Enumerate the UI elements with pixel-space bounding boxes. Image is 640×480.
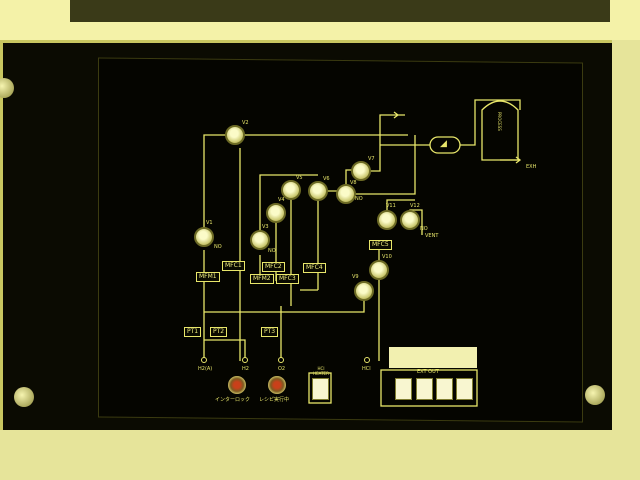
valve-label: V7 [368,156,375,162]
screw-icon [14,387,34,407]
valve-sub-label: NO [420,226,428,232]
mfc5-box: MFC5 [369,240,392,250]
mfc1-box: MFC1 [222,261,245,271]
ext-out-label: EXT OUT [417,369,439,375]
cabinet-base [0,430,640,480]
valve-v12[interactable] [400,210,420,230]
port-h2a [201,357,207,363]
valve-sub-label: NO [214,244,222,250]
vent-label: VENT [425,233,439,239]
pt1-box: PT1 [184,327,202,337]
screw-icon [0,78,14,98]
valve-v1[interactable] [194,227,214,247]
valve-v7[interactable] [351,161,371,181]
ext-out-switch-4[interactable] [456,378,473,400]
valve-label: V5 [296,175,303,181]
exhaust-label: EXH [526,164,537,170]
valve-label: V12 [410,203,420,209]
ext-out-switch-1[interactable] [395,378,412,400]
valve-v8[interactable] [336,184,356,204]
valve-label: V6 [323,176,330,182]
mfm1-box: MFM1 [196,272,220,282]
valve-sub-label: NO [268,248,276,254]
valve-label: V11 [386,203,396,209]
valve-label: V10 [382,254,392,260]
screw-icon [585,385,605,405]
valve-v11[interactable] [377,210,397,230]
cabinet-side [612,40,640,440]
valve-sub-label: NO [355,196,363,202]
port-label: HCl [362,366,371,372]
lamp-label: インターロック [215,397,251,403]
valve-label: V3 [262,224,269,230]
mfc2-box: MFC2 [262,262,285,272]
hcl-heater-switch[interactable] [312,378,329,400]
process-chamber-label: PROCESS [497,112,502,131]
port-o2 [278,357,284,363]
valve-v10[interactable] [369,260,389,280]
valve-v2[interactable] [225,125,245,145]
valve-v5[interactable] [281,180,301,200]
upper-cabinet-shadow [70,0,610,22]
port-hcl [364,357,370,363]
mfc4-box: MFC4 [303,263,326,273]
valve-label: V4 [278,197,285,203]
mfc3-box: MFC3 [276,274,299,284]
port-label: O2 [278,366,286,372]
recipe-running-lamp [268,376,286,394]
valve-v4[interactable] [266,203,286,223]
ozone-generator-icon: ◢ [440,139,447,149]
interlock-lamp [228,376,246,394]
heater-switch-label: HCl HEATER [313,366,329,376]
lamp-label: レシピ実行中 [259,397,290,403]
mfm2-box: MFM2 [250,274,274,284]
pt3-box: PT3 [261,327,279,337]
valve-label: V9 [352,274,359,280]
valve-v9[interactable] [354,281,374,301]
pt2-box: PT2 [210,327,228,337]
display-label-plate [389,347,477,368]
valve-label: V2 [242,120,249,126]
valve-label: V8 [350,180,357,186]
port-label: H2(A) [198,366,213,372]
valve-v3[interactable] [250,230,270,250]
port-label: H2 [242,366,249,372]
ext-out-switch-2[interactable] [416,378,433,400]
valve-v6[interactable] [308,181,328,201]
valve-label: V1 [206,220,213,226]
ext-out-switch-3[interactable] [436,378,453,400]
port-h2 [242,357,248,363]
